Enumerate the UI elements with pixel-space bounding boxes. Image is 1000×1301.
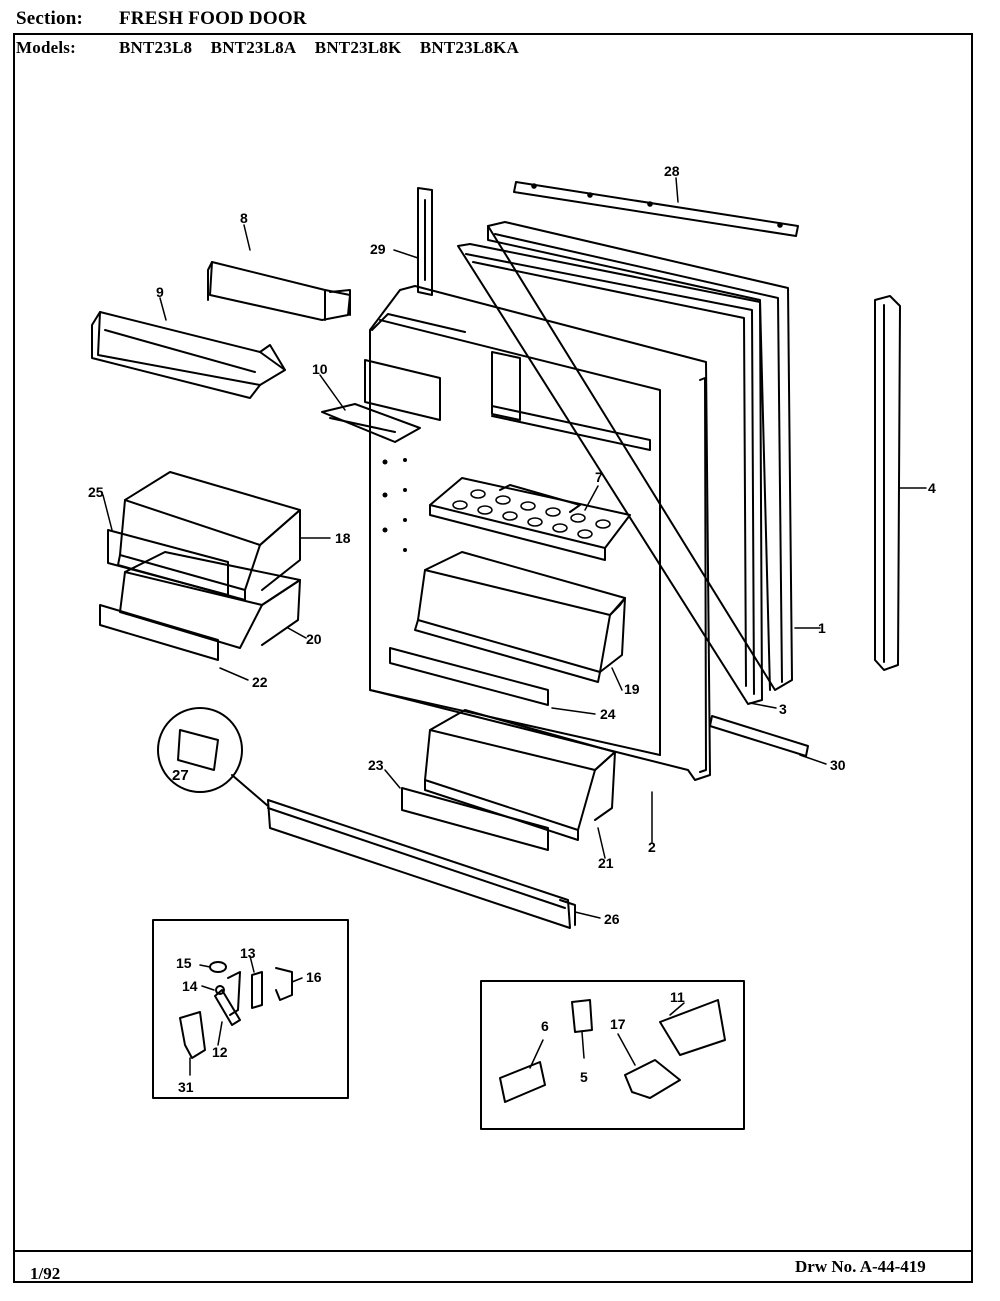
- part-26-bottom-strip: [267, 799, 576, 929]
- callout-14: 14: [182, 978, 198, 994]
- part-22-retainer: [99, 604, 219, 661]
- part-callouts: 1 2 3 4 5 6 7 8 9 10 11 12 13 14 15 16 1…: [88, 163, 936, 1095]
- callout-30: 30: [830, 757, 846, 773]
- part-25-shelf-retainer: [107, 529, 229, 596]
- part-23-retainer: [401, 787, 549, 851]
- part-18-shelf: [117, 471, 301, 601]
- callout-22: 22: [252, 674, 268, 690]
- part-2-inner-liner: [364, 285, 711, 781]
- callout-25: 25: [88, 484, 104, 500]
- model-number: BNT23L8KA: [419, 38, 519, 57]
- callout-7: 7: [595, 469, 603, 485]
- callout-28: 28: [664, 163, 680, 179]
- callout-4: 4: [928, 480, 936, 496]
- callout-9: 9: [156, 284, 164, 300]
- part-4-vertical-strip: [874, 295, 901, 671]
- callout-3: 3: [779, 701, 787, 717]
- callout-1: 1: [818, 620, 826, 636]
- right-hinge-parts: [499, 999, 726, 1103]
- part-27-detail-circle: [157, 707, 269, 807]
- section-title: FRESH FOOD DOOR: [119, 8, 307, 29]
- models-label: Models:: [16, 38, 76, 57]
- left-hinge-parts: [179, 961, 293, 1059]
- callout-5: 5: [580, 1069, 588, 1085]
- drawing-number: Drw No. A-44-419: [795, 1257, 926, 1276]
- part-29-side-strip: [417, 187, 433, 296]
- section-row: Section: FRESH FOOD DOOR: [16, 8, 307, 30]
- callout-2: 2: [648, 839, 656, 855]
- part-8-dairy-cover: [207, 261, 351, 321]
- drawing-frame: [13, 33, 973, 1283]
- drawing-date: 1/92: [30, 1264, 61, 1283]
- callout-11: 11: [670, 989, 685, 1005]
- right-hinge-detail-box: [480, 980, 745, 1130]
- part-3-gasket: [457, 243, 763, 705]
- part-19-door-shelf: [414, 551, 626, 683]
- model-number: BNT23L8: [119, 38, 193, 57]
- callout-24: 24: [600, 706, 616, 722]
- part-20-shelf: [119, 551, 301, 649]
- callout-19: 19: [624, 681, 640, 697]
- callout-18: 18: [335, 530, 351, 546]
- model-number: BNT23L8K: [314, 38, 402, 57]
- leader-lines: [102, 177, 927, 1076]
- models-row: Models: BNT23L8 BNT23L8A BNT23L8K BNT23L…: [16, 38, 519, 58]
- callout-26: 26: [604, 911, 620, 927]
- section-label: Section:: [16, 8, 84, 29]
- callout-8: 8: [240, 210, 248, 226]
- part-10-bracket: [321, 403, 421, 443]
- callout-27: 27: [172, 767, 189, 784]
- callout-12: 12: [212, 1044, 228, 1060]
- part-30-bottom-trim: [709, 715, 809, 757]
- part-7-egg-tray: [429, 477, 631, 561]
- callout-6-right: 6: [541, 1018, 549, 1034]
- callout-29: 29: [370, 241, 386, 257]
- callout-21: 21: [598, 855, 614, 871]
- part-9-dairy-compartment: [91, 311, 286, 399]
- model-number: BNT23L8A: [210, 38, 297, 57]
- part-1-outer-door: [487, 221, 793, 691]
- part-28-top-trim: [513, 181, 799, 237]
- part-24-liner-trim: [389, 647, 549, 706]
- callout-23: 23: [368, 757, 384, 773]
- callout-20: 20: [306, 631, 322, 647]
- callout-16: 16: [306, 969, 322, 985]
- callout-13: 13: [240, 945, 256, 961]
- footer-divider: [13, 1250, 973, 1252]
- callout-10: 10: [312, 361, 328, 377]
- callout-15: 15: [176, 955, 192, 971]
- left-hinge-detail-box: [152, 919, 349, 1099]
- callout-17: 17: [610, 1016, 626, 1032]
- models-list: BNT23L8 BNT23L8A BNT23L8K BNT23L8KA: [119, 38, 533, 58]
- callout-31: 31: [178, 1079, 194, 1095]
